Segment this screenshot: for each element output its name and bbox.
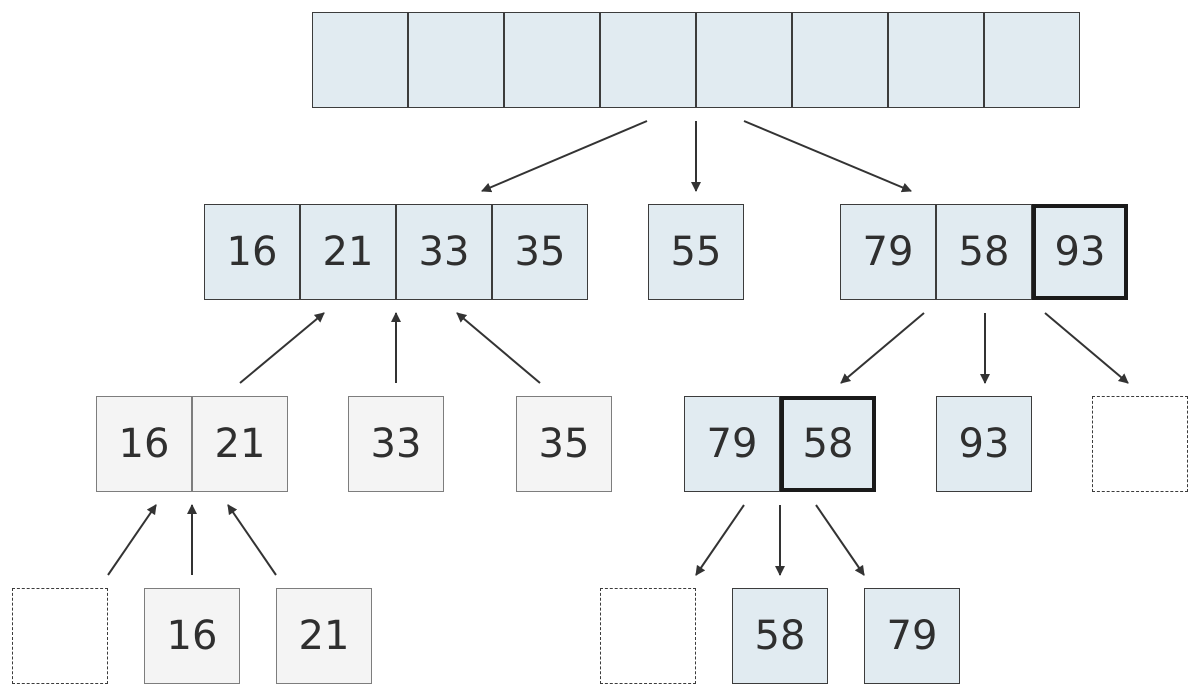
root-cell	[504, 12, 600, 108]
level3-right-right-cell: 79	[864, 588, 960, 684]
level1-left-cell: 35	[492, 204, 588, 300]
level1-right-cell: 79	[840, 204, 936, 300]
level1-left-cell: 16	[204, 204, 300, 300]
level2-right-pair-highlighted-cell: 58	[780, 396, 876, 492]
level2-right-pair-cell: 79	[684, 396, 780, 492]
arrow-right-to-empty	[1044, 312, 1129, 384]
arrow-root-to-right	[743, 120, 912, 193]
root-cell	[888, 12, 984, 108]
level3-left-empty-cell	[12, 588, 108, 684]
level3-right-pivot-cell: 58	[732, 588, 828, 684]
level3-left-pivot-cell: 16	[144, 588, 240, 684]
arrow-pair-to-left	[239, 312, 325, 384]
level1-left-cell: 33	[396, 204, 492, 300]
level2-right-pivot-cell: 93	[936, 396, 1032, 492]
level1-right-cell: 58	[936, 204, 1032, 300]
level1-right-highlighted-cell: 93	[1032, 204, 1128, 300]
root-cell	[600, 12, 696, 108]
level1-left-cell: 21	[300, 204, 396, 300]
arrow-pair-to-79	[815, 504, 865, 576]
root-cell	[408, 12, 504, 108]
root-cell	[312, 12, 408, 108]
level3-left-right-cell: 21	[276, 588, 372, 684]
level2-right-empty-cell	[1092, 396, 1188, 492]
root-cell	[984, 12, 1080, 108]
level2-left-mid-cell: 33	[348, 396, 444, 492]
root-cell	[792, 12, 888, 108]
arrow-21-to-pair	[227, 504, 277, 576]
arrow-35-to-left	[456, 312, 541, 384]
level1-pivot-cell: 55	[648, 204, 744, 300]
arrow-empty-to-pair	[107, 504, 157, 576]
level2-left-pair-cell: 21	[192, 396, 288, 492]
level3-right-empty-cell	[600, 588, 696, 684]
level2-left-pair-cell: 16	[96, 396, 192, 492]
arrow-pair-to-empty	[695, 504, 745, 576]
arrow-root-to-left	[481, 120, 648, 193]
root-cell	[696, 12, 792, 108]
level2-left-right-cell: 35	[516, 396, 612, 492]
arrow-right-to-pair	[840, 312, 925, 384]
